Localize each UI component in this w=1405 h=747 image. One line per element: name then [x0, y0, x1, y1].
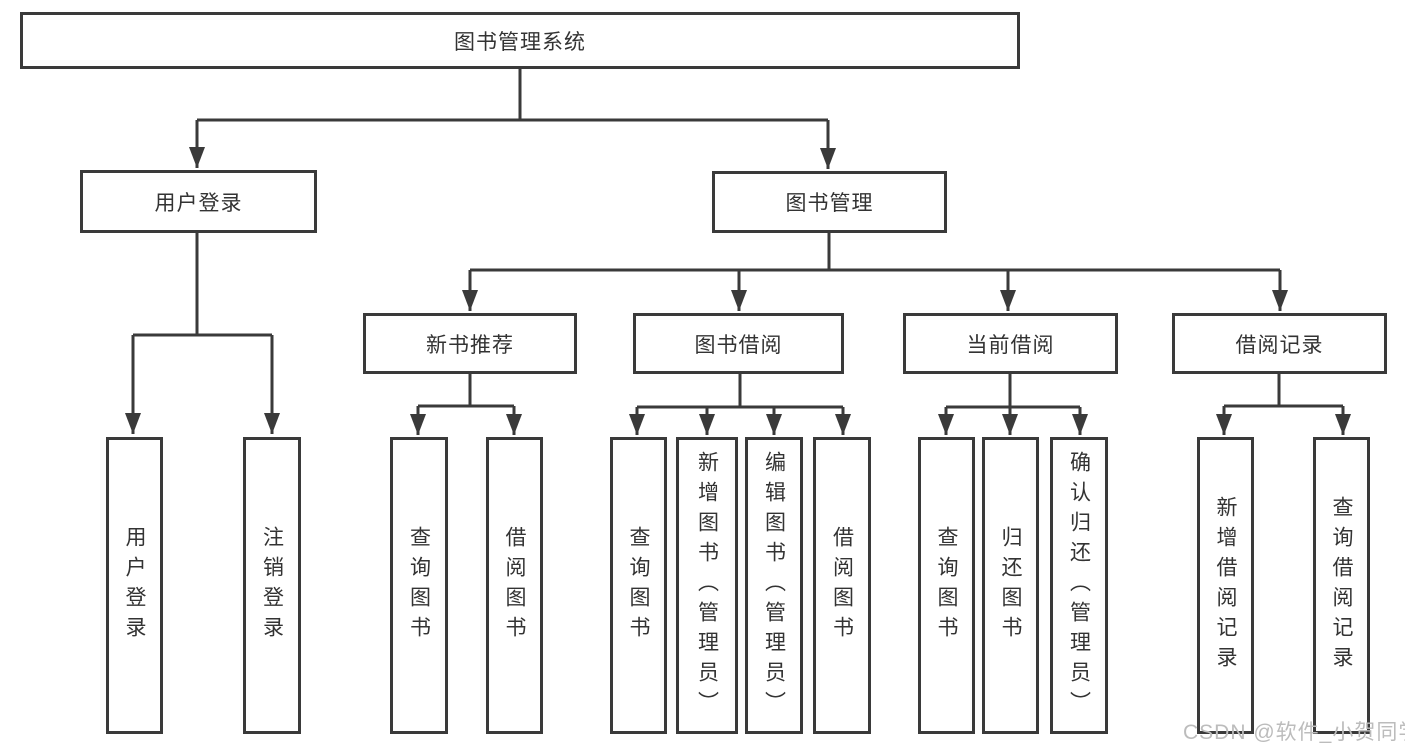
node-leaf-borrow-books-1: 借阅图书: [486, 437, 543, 734]
node-new-book-recommend: 新书推荐: [363, 313, 577, 374]
node-leaf-return-book: 归还图书: [982, 437, 1039, 734]
node-library-system: 图书管理系统: [20, 12, 1020, 69]
watermark: CSDN @软件_小贺同学: [1183, 721, 1405, 744]
node-leaf-borrow-books-2: 借阅图书: [813, 437, 871, 734]
node-book-management: 图书管理: [712, 171, 947, 233]
node-leaf-logout: 注销登录: [243, 437, 301, 734]
node-leaf-query-books-3: 查询图书: [918, 437, 975, 734]
node-leaf-query-borrow-record: 查询借阅记录: [1313, 437, 1370, 734]
node-leaf-user-login: 用户登录: [106, 437, 163, 734]
node-book-borrow: 图书借阅: [633, 313, 844, 374]
node-leaf-add-book-admin: 新增图书（管理员）: [676, 437, 738, 734]
node-leaf-add-borrow-record: 新增借阅记录: [1197, 437, 1254, 734]
node-leaf-confirm-return-admin: 确认归还（管理员）: [1050, 437, 1108, 734]
node-user-login: 用户登录: [80, 170, 317, 233]
node-current-borrow: 当前借阅: [903, 313, 1118, 374]
node-leaf-query-books-2: 查询图书: [610, 437, 667, 734]
node-leaf-query-books-1: 查询图书: [390, 437, 448, 734]
node-leaf-edit-book-admin: 编辑图书（管理员）: [745, 437, 803, 734]
node-borrow-records: 借阅记录: [1172, 313, 1387, 374]
